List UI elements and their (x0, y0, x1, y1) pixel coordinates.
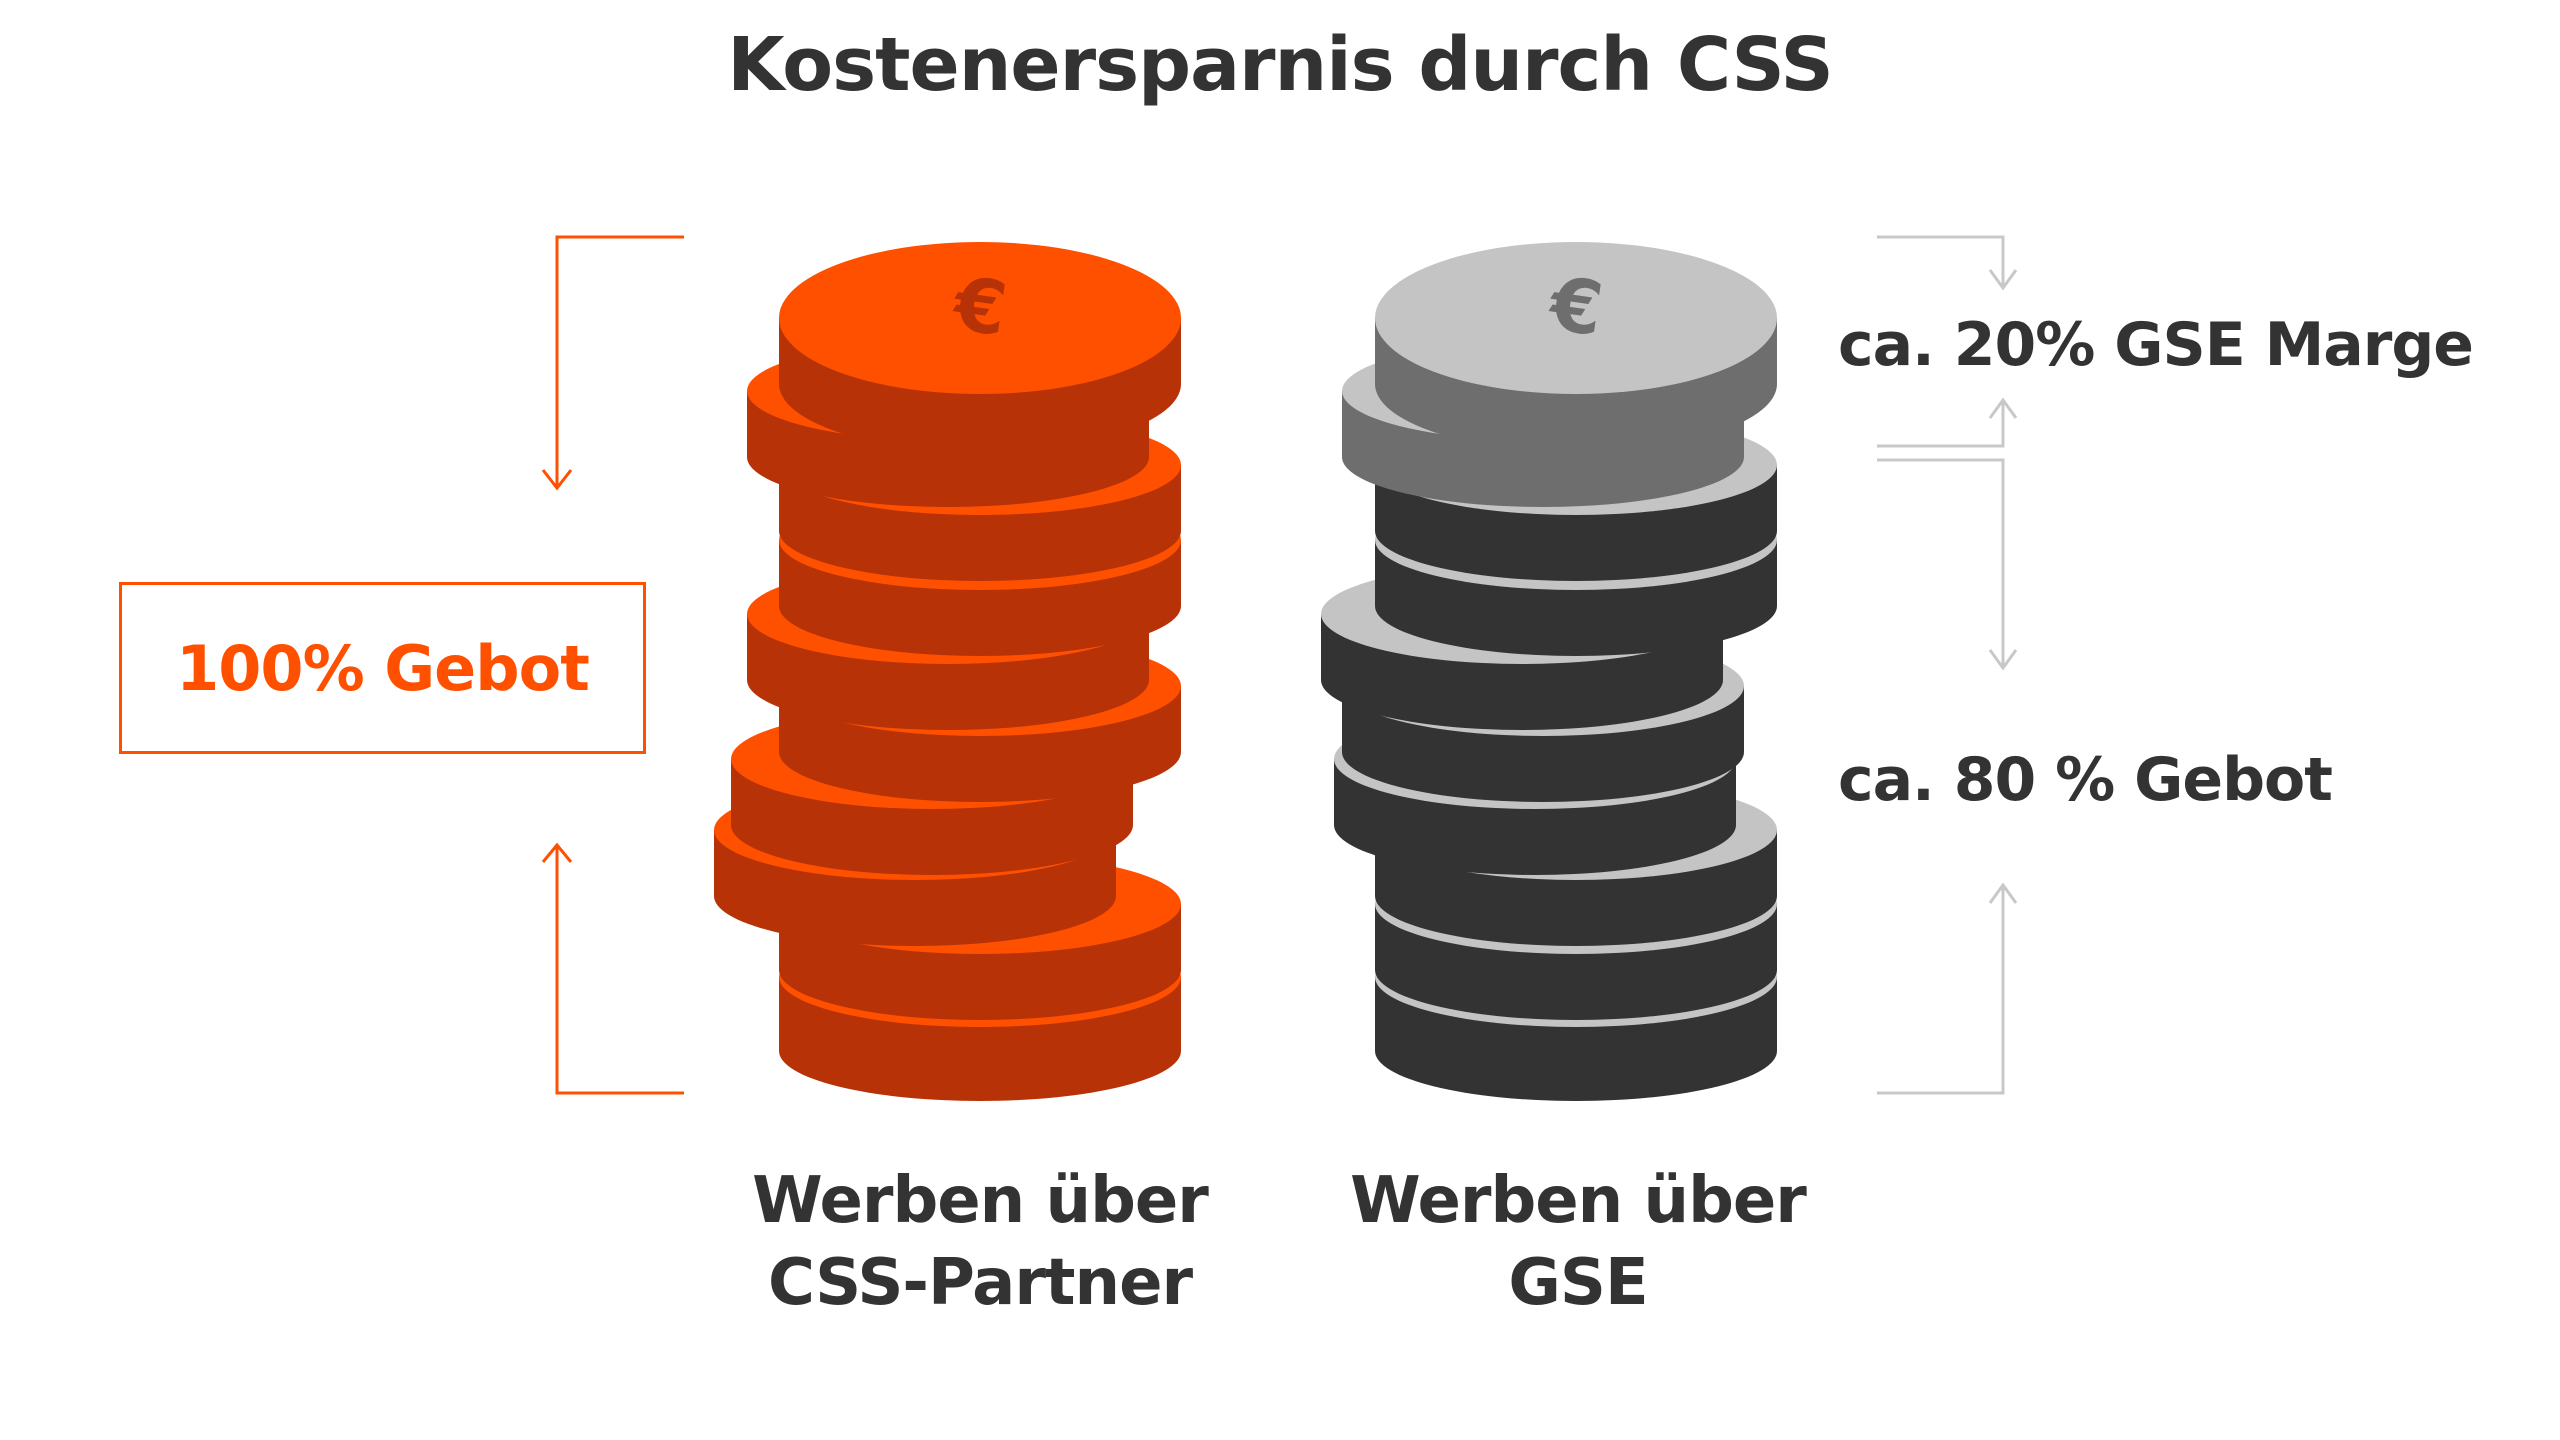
gse-caption: Werben über GSE (1350, 1164, 1807, 1320)
full-bid-label-box: 100% Gebot (119, 582, 646, 754)
left-bracket (541, 235, 684, 1095)
right-bracket (1877, 235, 2018, 1095)
gse-margin-label: ca. 20% GSE Marge (1838, 310, 2474, 380)
reduced-bid-label: ca. 80 % Gebot (1838, 745, 2333, 815)
page-title: Kostenersparnis durch CSS (727, 22, 1834, 108)
full-bid-label: 100% Gebot (176, 631, 590, 705)
css-partner-caption: Werben über CSS-Partner (752, 1164, 1209, 1320)
css-coin-stack (714, 242, 1181, 1101)
gse-coin-stack (1321, 242, 1777, 1101)
